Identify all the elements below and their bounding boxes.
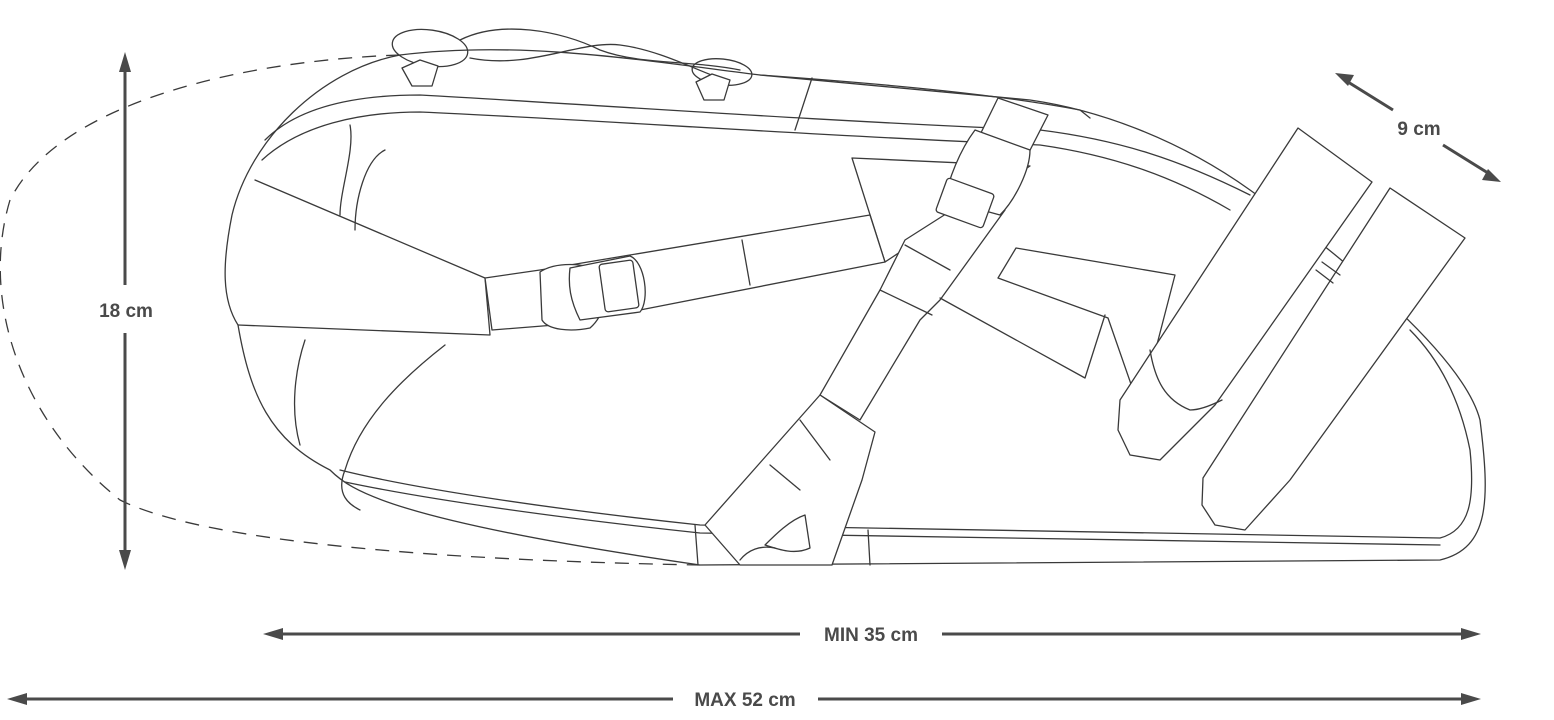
flap-detail-1 [799,419,831,461]
depth-arrow-left [1347,80,1394,112]
height-arrow-head-bottom [119,550,131,570]
flap-hook-2 [739,546,776,561]
flap-detail-2 [769,464,801,491]
vertical-strap-seam-2 [879,289,933,316]
min-length-label: MIN 35 cm [824,625,918,646]
rail-base-curve [1149,349,1223,411]
roll-fold-curve [339,124,352,216]
max-length-dimension: MAX 52 cm [7,690,1481,711]
reflective-patch [997,247,1176,411]
rail-link [1321,261,1341,276]
depth-arrow-head-right [1482,169,1501,182]
max-arrow-head-right [1461,693,1481,705]
depth-dimension: 9 cm [1335,73,1501,182]
rail-fin-2 [1201,187,1466,531]
side-curve [293,339,306,446]
cord-anchor-2 [695,73,731,101]
rail-link-2 [1315,269,1334,284]
rail-fin-1 [1117,127,1373,461]
roll-seam [264,94,1251,196]
rail-mount [1117,127,1466,531]
vertical-strap [704,97,1049,566]
cord-path [459,28,741,71]
strap-seam [741,239,751,286]
bottom-band [694,524,699,566]
roll-fold-curve-2 [354,149,386,231]
depth-arrow-right [1442,143,1489,175]
bottom-seam [339,329,1473,539]
height-arrow-head-top [119,52,131,72]
buckle-window [598,259,640,313]
bungee-cord [391,28,753,101]
min-arrow-head-left [263,628,283,640]
min-arrow-head-right [1461,628,1481,640]
height-dimension: 18 cm [99,52,153,570]
roll-closure-panel [237,179,491,336]
roll-seam-inner [261,111,1231,211]
bottom-seam-inner [344,481,1441,546]
min-length-dimension: MIN 35 cm [263,625,1481,646]
reflective-patch-inner [939,297,1106,379]
vertical-buckle-window [935,177,995,229]
top-band-2 [759,74,1091,119]
height-label: 18 cm [99,301,153,322]
max-arrow-head-left [7,693,27,705]
flap-hook [764,514,811,553]
strap-lower-flap [704,394,876,566]
vertical-strap-seam-1 [904,244,951,271]
depth-arrow-head-left [1335,73,1354,86]
bottom-band-2 [867,529,871,566]
vertical-strap-body [819,204,1006,421]
cord-path-2 [469,43,721,79]
lower-side-curve [341,344,446,511]
depth-label: 9 cm [1397,119,1440,140]
top-band [794,77,813,131]
max-length-label: MAX 52 cm [694,690,795,711]
cord-anchor-1 [401,59,439,87]
